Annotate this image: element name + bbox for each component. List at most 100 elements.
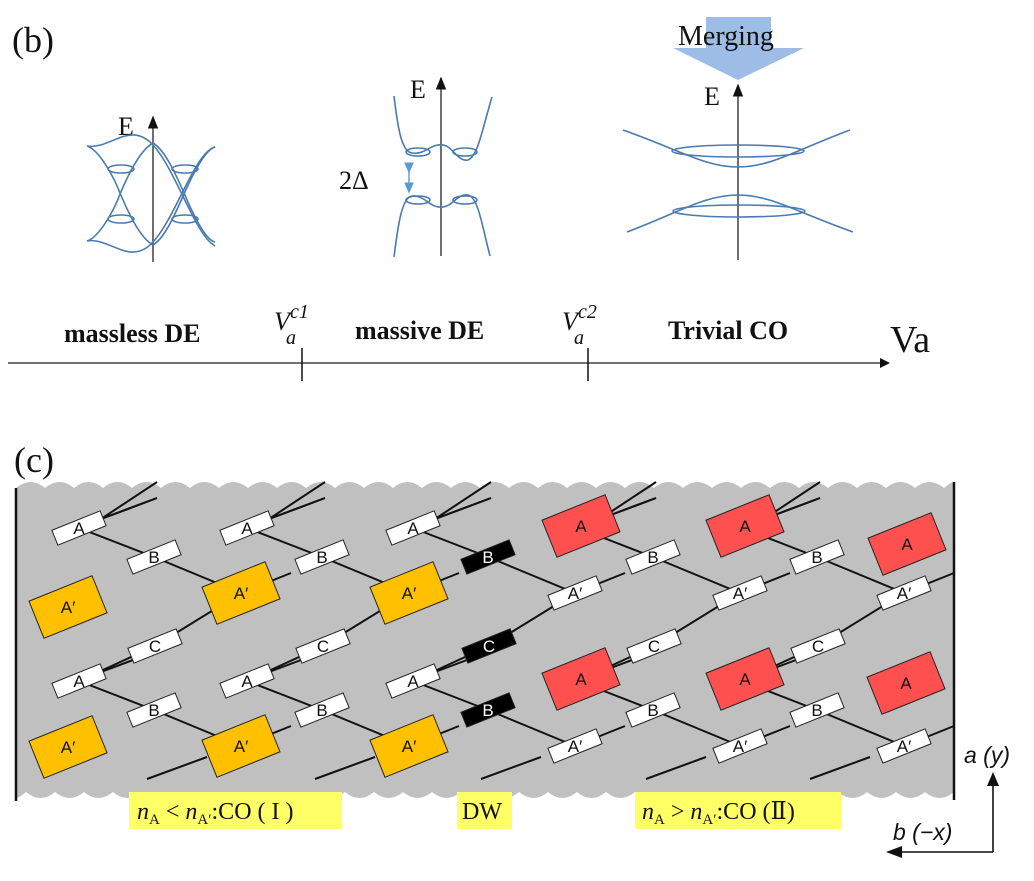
bond-line [434, 497, 492, 520]
site-a-prime: A′ [712, 728, 768, 764]
site-label: B [647, 701, 658, 720]
phase-trivial-co: Trivial CO [668, 316, 788, 345]
site-b: B [294, 692, 350, 728]
site-box [28, 715, 108, 779]
site-a-prime: A′ [369, 714, 449, 778]
site-b: B [126, 692, 182, 728]
phase-axis: massless DE massive DE Trivial CO Va V a… [8, 301, 930, 381]
va-axis-label: Va [890, 319, 930, 361]
site-a-prime: A′ [547, 728, 603, 764]
site-a: A [541, 647, 621, 711]
site-b: B [460, 539, 516, 575]
valence-band [626, 194, 854, 233]
critical-base: V [562, 307, 581, 336]
fermi-ring [405, 147, 431, 157]
band-curve [86, 146, 216, 253]
site-box [294, 539, 350, 575]
site-box [541, 494, 621, 558]
site-box [51, 510, 107, 546]
site-c: C [461, 628, 517, 664]
site-label: A′ [61, 598, 76, 617]
site-label: A′ [402, 737, 417, 756]
b-axis-arrowhead [886, 846, 902, 858]
critical-sup: c1 [290, 301, 309, 323]
valence-band [393, 194, 491, 258]
site-box [705, 647, 785, 711]
site-label: B [482, 701, 493, 720]
site-box [876, 575, 932, 611]
caption-dw: DW [457, 792, 512, 829]
band-curve [86, 142, 154, 242]
bond-line [480, 756, 542, 780]
critical-base: V [274, 307, 293, 336]
site-label: A′ [568, 584, 583, 603]
critical-sub: a [574, 327, 584, 349]
site-a-prime: A′ [876, 575, 932, 611]
site-a: A [219, 663, 275, 699]
site-box [866, 651, 946, 715]
critical-sup: c2 [578, 301, 597, 323]
bond-line [412, 680, 489, 711]
site-a: A [705, 494, 785, 558]
bond-line [268, 481, 326, 520]
caption-dw-bg [457, 792, 512, 829]
lattice-diagram: ABA′ABA′CABA′ABA′CABA′ABA′CABA′ABA′CABA′… [14, 481, 956, 801]
fermi-ring [452, 195, 478, 205]
caption-co-i-bg [129, 792, 342, 829]
site-b: B [294, 539, 350, 575]
crystal-axes: a (y) b (−x) [886, 742, 1010, 858]
site-label: A [241, 519, 253, 538]
bond-line [100, 481, 158, 520]
site-label: A′ [897, 584, 912, 603]
bond-line [246, 527, 323, 558]
site-a-prime: A′ [201, 561, 281, 625]
site-a-prime: A′ [876, 728, 932, 764]
site-label: A [407, 519, 419, 538]
gap-label: 2Δ [339, 166, 369, 195]
bond-line [412, 527, 489, 558]
site-label: C [812, 637, 824, 656]
fermi-ring [107, 214, 135, 224]
site-a-prime: A′ [547, 575, 603, 611]
critical-point-c2: V a c2 [562, 301, 597, 349]
site-label: A [575, 670, 587, 689]
caption-co-ii-bg [635, 792, 841, 829]
site-box [294, 692, 350, 728]
site-label: B [811, 548, 822, 567]
site-box [712, 575, 768, 611]
site-label: B [811, 701, 822, 720]
bond-line [652, 556, 741, 594]
phase-massive-de: massive DE [355, 316, 484, 345]
merging-label: Merging [678, 21, 774, 52]
site-box [385, 663, 441, 699]
site-label: C [483, 637, 495, 656]
site-label: B [148, 701, 159, 720]
caption-co-i: nA < nA′:CO ( I ) [129, 792, 342, 829]
trivial-co-band-diagram: Merging E [622, 17, 854, 260]
va-axis-arrowhead [880, 358, 890, 368]
a-axis-label: a (y) [964, 742, 1010, 768]
site-c: C [127, 628, 183, 664]
site-box [28, 575, 108, 639]
site-a-prime: A′ [28, 715, 108, 779]
site-label: A′ [897, 737, 912, 756]
fermi-ring [671, 144, 805, 158]
site-box [626, 628, 682, 664]
bond-line [434, 481, 492, 520]
site-box [789, 692, 845, 728]
site-box [461, 628, 517, 664]
site-box [460, 692, 516, 728]
energy-axis-label: E [704, 82, 720, 111]
site-c: C [626, 628, 682, 664]
site-box [625, 539, 681, 575]
site-box [219, 663, 275, 699]
bond-line [645, 756, 707, 780]
site-box [789, 539, 845, 575]
bond-line [246, 680, 323, 711]
site-c: C [790, 628, 846, 664]
site-box [295, 628, 351, 664]
site-label: A′ [733, 584, 748, 603]
phase-massless-de: massless DE [64, 319, 201, 348]
site-box [867, 512, 947, 576]
site-label: B [148, 548, 159, 567]
